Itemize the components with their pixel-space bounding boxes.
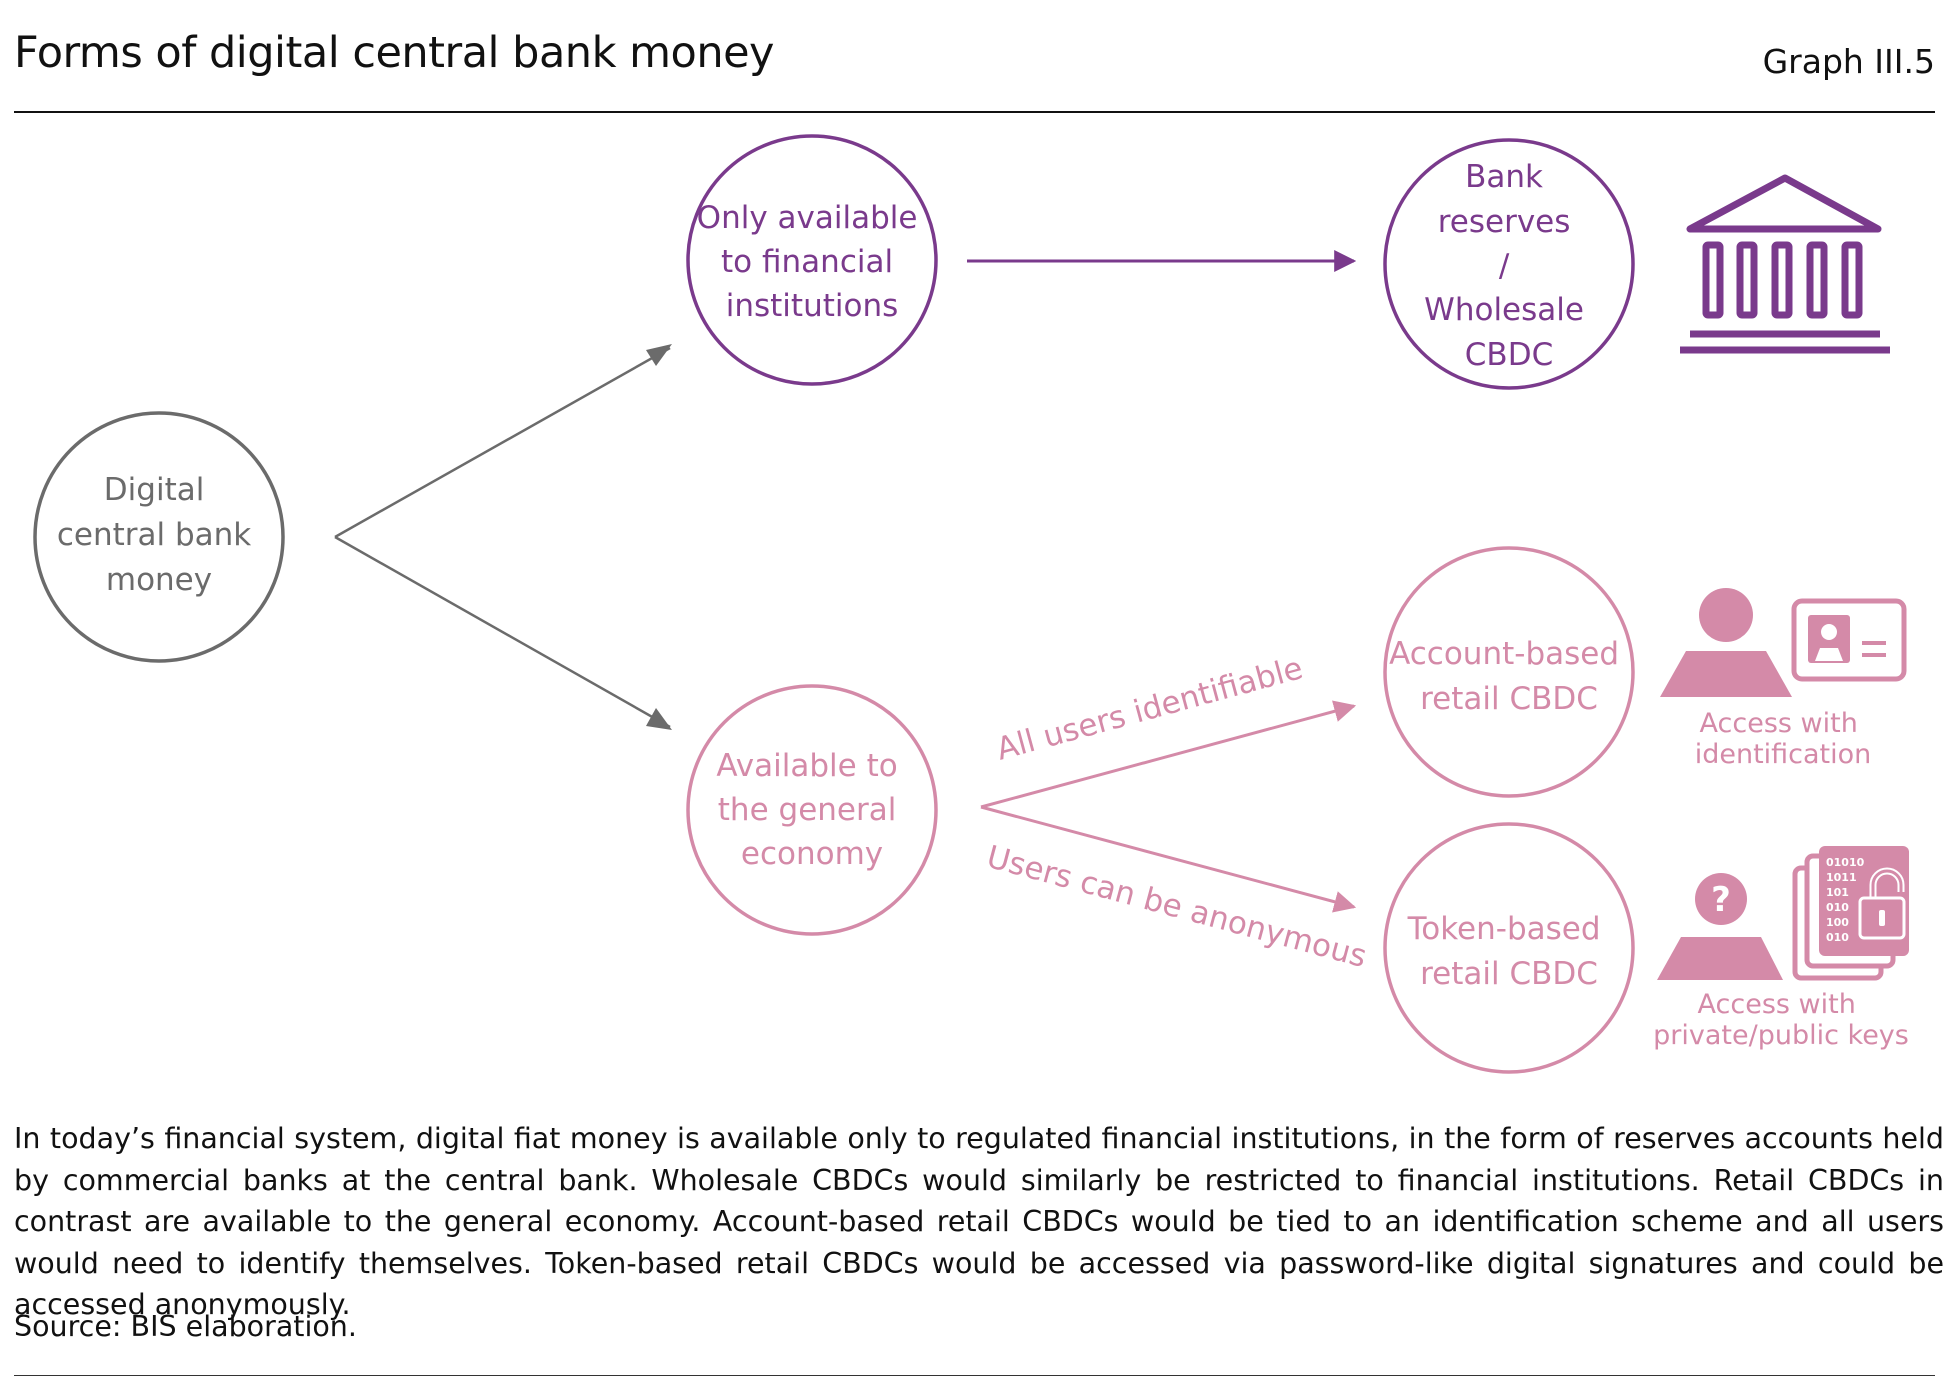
person-with-id-card-icon — [1660, 588, 1907, 697]
edge-general-to-account — [980, 700, 1357, 809]
anonymous-person-icon: ? — [1657, 873, 1783, 980]
general-line-3: economy — [741, 836, 883, 872]
edge-general-to-token — [980, 805, 1357, 913]
financial-line-3: institutions — [726, 288, 899, 324]
identification-caption-line-1: Access with — [1700, 708, 1858, 739]
padlock-icon — [1858, 867, 1906, 940]
binary-line-3: 101 — [1826, 886, 1849, 899]
svg-text:Only available to financ: Only available to financial institutions — [697, 200, 928, 324]
node-wholesale: Bank reserves / Wholesale CBDC — [1383, 138, 1635, 390]
edge-root-to-general — [334, 535, 671, 729]
binary-line-4: 010 — [1826, 901, 1849, 914]
general-line-1: Available to — [716, 748, 897, 784]
wholesale-line-1: Bank — [1465, 159, 1543, 195]
edge-root-to-financial — [334, 346, 671, 539]
binary-line-6: 010 — [1826, 931, 1849, 944]
header-rule — [14, 111, 1935, 113]
svg-text:Bank reserves /: Bank reserves / Wholesale CBDC — [1424, 159, 1594, 373]
token-line-1: Token-based — [1407, 911, 1601, 947]
source-note: Source: BIS elaboration. — [14, 1310, 357, 1343]
label-all-users-identifiable: All users identifiable — [993, 650, 1307, 767]
identification-caption-line-2: identification — [1695, 739, 1872, 770]
wholesale-line-2: reserves — [1438, 204, 1571, 240]
node-general: Available to the general economy — [686, 684, 938, 936]
svg-text:Available to the general: Available to the general economy — [716, 748, 907, 872]
root-line-1: Digital — [104, 472, 205, 508]
account-line-1: Account-based — [1389, 636, 1619, 672]
binary-lock-icon: 01010 1011 101 010 100 010 — [1792, 846, 1909, 981]
financial-line-1: Only available — [697, 200, 918, 236]
anonymous-person-with-lock-icon: ? 01010 1011 101 010 100 010 — [1657, 846, 1909, 981]
bank-building-icon — [1680, 174, 1890, 354]
root-line-2: central bank — [57, 517, 251, 553]
node-token-based: Token-based retail CBDC — [1383, 822, 1635, 1074]
keys-caption-line-1: Access with — [1698, 989, 1856, 1020]
wholesale-line-3: / — [1499, 248, 1510, 284]
svg-text:Account-based retail CBD: Account-based retail CBDC — [1389, 636, 1629, 717]
arrowhead-financial — [646, 344, 672, 366]
keys-caption-line-2: private/public keys — [1653, 1020, 1909, 1051]
svg-text:Token-based retail CBDC: Token-based retail CBDC — [1407, 911, 1611, 992]
arrowhead-general — [646, 708, 672, 730]
cbdc-diagram: All users identifiable Users can be anon… — [33, 134, 1909, 1074]
node-financial-only: Only available to financial institutions — [686, 134, 938, 386]
person-icon — [1660, 588, 1792, 697]
binary-line-5: 100 — [1826, 916, 1849, 929]
binary-line-1: 01010 — [1826, 856, 1865, 869]
graph-number: Graph III.5 — [1762, 42, 1935, 81]
id-card-icon — [1791, 598, 1907, 682]
binary-line-2: 1011 — [1826, 871, 1857, 884]
token-line-2: retail CBDC — [1420, 956, 1598, 992]
wholesale-line-5: CBDC — [1465, 337, 1553, 373]
account-line-2: retail CBDC — [1420, 681, 1598, 717]
general-line-2: the general — [718, 792, 897, 828]
svg-text:01010 1011 101: 01010 1011 101 010 100 010 — [1826, 856, 1868, 944]
page-title: Forms of digital central bank money — [14, 28, 775, 78]
node-root: Digital central bank money — [33, 411, 285, 663]
figure-caption: In today’s financial system, digital fia… — [14, 1122, 1944, 1321]
question-mark-icon: ? — [1711, 880, 1731, 920]
node-account-based: Account-based retail CBDC — [1383, 546, 1635, 798]
financial-line-2: to financial — [721, 244, 893, 280]
root-line-3: money — [106, 562, 212, 598]
wholesale-line-4: Wholesale — [1424, 292, 1584, 328]
identification-caption: Access with identification — [1695, 708, 1872, 770]
edges — [334, 250, 1357, 913]
svg-text:Digital central bank: Digital central bank money — [57, 472, 261, 598]
keys-caption: Access with private/public keys — [1653, 989, 1909, 1051]
